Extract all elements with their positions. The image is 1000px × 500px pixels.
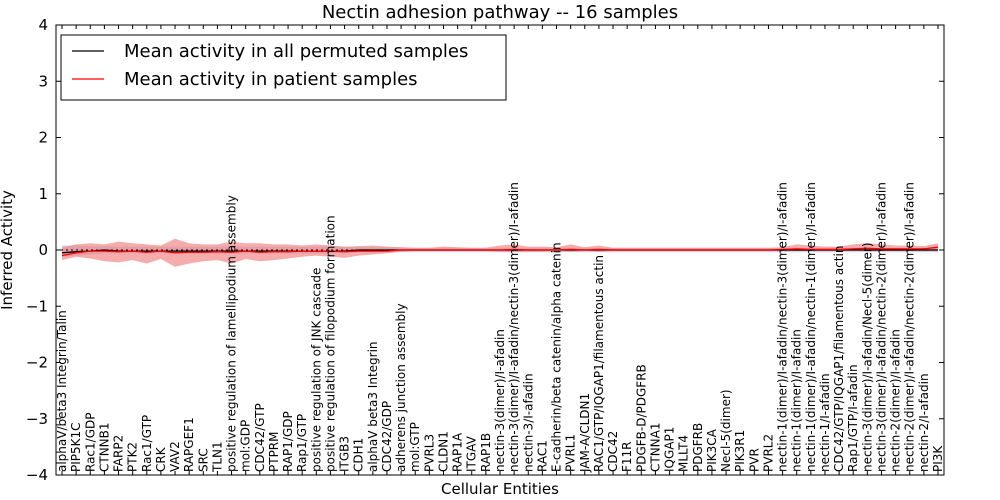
x-tick-label: CDC42/GTP: [253, 403, 267, 472]
chart-title: Nectin adhesion pathway -- 16 samples: [322, 2, 678, 23]
x-tick-label: positive regulation of filopodium format…: [323, 215, 337, 472]
x-tick-label: RAC1: [535, 440, 549, 472]
legend: Mean activity in all permuted samplesMea…: [60, 34, 507, 101]
x-tick-label: nectin-2/I-afadin: [917, 373, 931, 472]
series-line-1: [61, 246, 939, 257]
x-tick-label: CDC42: [606, 431, 620, 472]
x-tick-label: nectin-3/I-afadin: [521, 373, 535, 472]
x-tick-label: PVRL2: [761, 434, 775, 472]
x-tick-label: CRK: [154, 446, 168, 472]
x-tick-label: nectin-2(dimer)/I-afadin/nectin-2(dimer)…: [903, 182, 917, 472]
x-tick-label: Necl-5(dimer): [719, 389, 733, 472]
x-tick-label: CTNNA1: [648, 422, 662, 472]
x-tick-label: Rac1/GTP: [140, 415, 154, 472]
y-tick-label: 1: [38, 185, 48, 203]
x-tick-label: nectin-1(dimer)/I-afadin/nectin-1(dimer)…: [804, 182, 818, 472]
x-tick-label: TLN1: [210, 441, 224, 473]
x-tick-label: E-cadherin/beta catenin/alpha catenin: [550, 242, 564, 472]
x-tick-label: MLLT4: [677, 435, 691, 472]
x-tick-label: alphaV/beta3 Integrin/Talin: [55, 310, 69, 472]
y-tick-label: 0: [38, 241, 48, 259]
x-tick-label: nectin-1(dimer)/I-afadin: [790, 329, 804, 472]
x-tick-label: PIK3CA: [705, 428, 719, 472]
x-tick-label: PDGFB-D/PDGFRB: [634, 364, 648, 472]
x-tick-label: nectin-3(dimer)/I-afadin/Necl-5(dimer): [860, 242, 874, 472]
x-axis-label: Cellular Entities: [441, 480, 559, 498]
x-tick-label: VAV2: [168, 441, 182, 472]
x-tick-label: PVRL3: [422, 434, 436, 472]
x-tick-label: RAC1/GTP/IQGAP1/filamentous actin: [592, 255, 606, 472]
x-tick-label: SRC: [196, 448, 210, 472]
x-tick-label: JAM-A/CLDN1: [578, 393, 592, 473]
x-tick-label: nectin-3(dimer)/I-afadin: [493, 329, 507, 472]
y-axis-label: Inferred Activity: [0, 190, 16, 310]
x-tick-label: positive regulation of lamellipodium ass…: [225, 195, 239, 472]
x-tick-label: PI3K: [931, 445, 945, 472]
y-tick-label: 4: [38, 16, 48, 34]
x-tick-label: nectin-2(dimer)/I-afadin: [889, 329, 903, 472]
x-tick-label: CLDN1: [436, 431, 450, 472]
x-tick-label: alphaV beta3 Integrin: [366, 341, 380, 472]
series-band-1: [62, 238, 938, 267]
x-tick-label: Rap1/GTP/I-afadin: [846, 364, 860, 472]
x-tick-label: PTK2: [126, 442, 140, 472]
legend-label-1: Mean activity in patient samples: [124, 69, 418, 90]
legend-label-0: Mean activity in all permuted samples: [124, 41, 468, 62]
y-tick-label: 3: [38, 72, 48, 90]
x-tick-label: RAP1B: [479, 433, 493, 472]
x-tick-label: ITGB3: [338, 436, 352, 472]
x-tick-label: PTPRM: [267, 432, 281, 473]
x-tick-label: CDC42/GTP/IQGAP1/filamentous actin: [832, 246, 846, 472]
x-tick-label: mol:GTP: [408, 422, 422, 472]
x-tick-label: FARP2: [112, 435, 126, 472]
legend-box: [60, 34, 507, 101]
x-tick-label: positive regulation of JNK cascade: [309, 268, 323, 472]
x-tick-label: adherens junction assembly: [394, 303, 408, 472]
x-tick-label: mol:GDP: [239, 420, 253, 472]
x-tick-label: RAP1A: [451, 432, 465, 472]
x-tick-label: PVRL1: [564, 434, 578, 472]
x-tick-label: F11R: [620, 441, 634, 472]
x-tick-label: PIK3R1: [733, 430, 747, 472]
x-tick-label: CDC42/GDP: [380, 401, 394, 472]
y-tick-label: −1: [26, 297, 48, 315]
x-tick-label: nectin-3(dimer)/I-afadin/nectin-2(dimer)…: [874, 182, 888, 472]
x-tick-label: nectin-3(dimer)/I-afadin/nectin-3(dimer)…: [507, 182, 521, 472]
x-tick-label: PVR: [747, 448, 761, 472]
x-tick-label: RAPGEF1: [182, 417, 196, 472]
plot-area: −4 −3 −2 −1 0 1 2 3 4 alphaV/beta3 Integrin/Talin…: [26, 16, 945, 484]
x-tick-label: RAP1/GDP: [281, 411, 295, 472]
x-tick-label: ITGAV: [465, 435, 479, 472]
y-tick-label: 2: [38, 129, 48, 147]
x-tick-label: nectin-1(dimer)/I-afadin/nectin-3(dimer)…: [776, 182, 790, 472]
x-tick-label: CDH1: [352, 438, 366, 472]
x-tick-label: nectin-1/I-afadin: [818, 373, 832, 472]
y-tick-label: −4: [26, 466, 48, 484]
x-tick-label: PDGFRB: [691, 423, 705, 472]
x-tick-label: CTNNB1: [97, 422, 111, 472]
x-tick-label: Rap1/GTP: [295, 414, 309, 472]
x-tick-label: IQGAP1: [663, 427, 677, 472]
y-tick-label: −2: [26, 354, 48, 372]
y-tick-label: −3: [26, 410, 48, 428]
x-tick-label: PIP5K1C: [69, 422, 83, 472]
x-tick-label: Rac1/GDP: [83, 413, 97, 472]
